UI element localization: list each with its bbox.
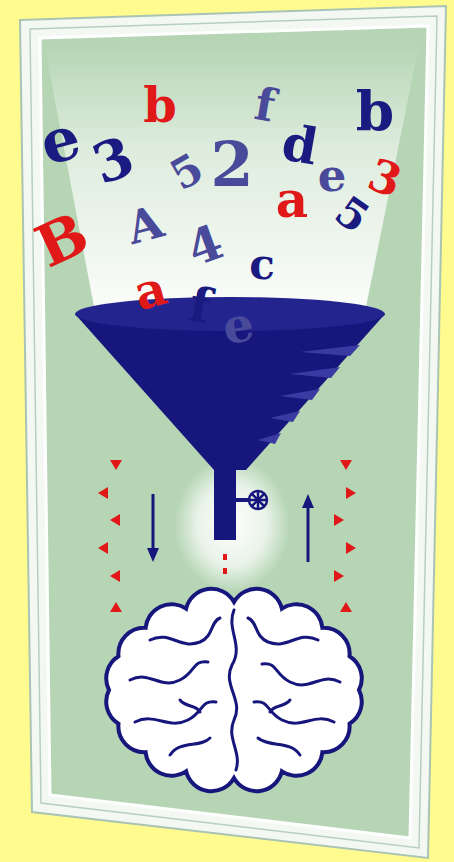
spout-glow <box>174 457 290 593</box>
glyph-label: e <box>318 153 347 198</box>
red-markers <box>98 460 356 612</box>
glyph-label: a <box>276 175 308 225</box>
frame-line <box>30 16 437 848</box>
valve-wheel <box>249 491 267 509</box>
funnel-spout <box>214 466 236 540</box>
drop <box>223 568 227 574</box>
frame-panel <box>40 26 428 838</box>
frame-outer <box>20 6 446 858</box>
brain-folds <box>130 610 340 770</box>
light-beam <box>45 40 420 312</box>
brain-outline <box>106 589 361 791</box>
glyph-label: b <box>356 83 394 138</box>
valve-stem <box>236 498 249 502</box>
funnel-steps <box>258 345 360 444</box>
glyph-label: 2 <box>210 134 253 196</box>
glyph-label: c <box>249 244 275 286</box>
flow-arrows <box>147 494 314 562</box>
glyph-label: b <box>143 81 177 129</box>
drop <box>223 554 227 560</box>
